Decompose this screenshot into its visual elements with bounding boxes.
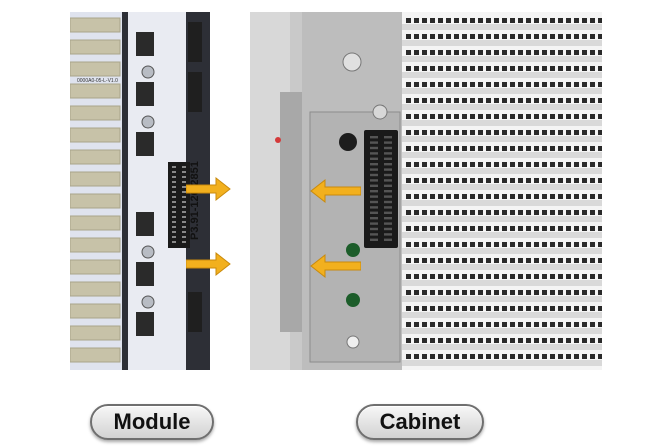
module-pcb-image: P3.91-120-2851 0000A0-05-L-V1.0	[70, 12, 210, 370]
board-small-print: 0000A0-05-L-V1.0	[77, 78, 118, 84]
orange-left-arrow-icon	[310, 178, 361, 204]
cabinet-image	[250, 12, 602, 370]
board-part-number: P3.91-120-2851	[189, 161, 201, 240]
orange-left-arrow-icon	[310, 253, 361, 279]
module-label: Module	[90, 404, 214, 440]
orange-right-arrow-icon	[186, 176, 231, 202]
cabinet-label: Cabinet	[356, 404, 484, 440]
orange-right-arrow-icon	[186, 251, 231, 277]
